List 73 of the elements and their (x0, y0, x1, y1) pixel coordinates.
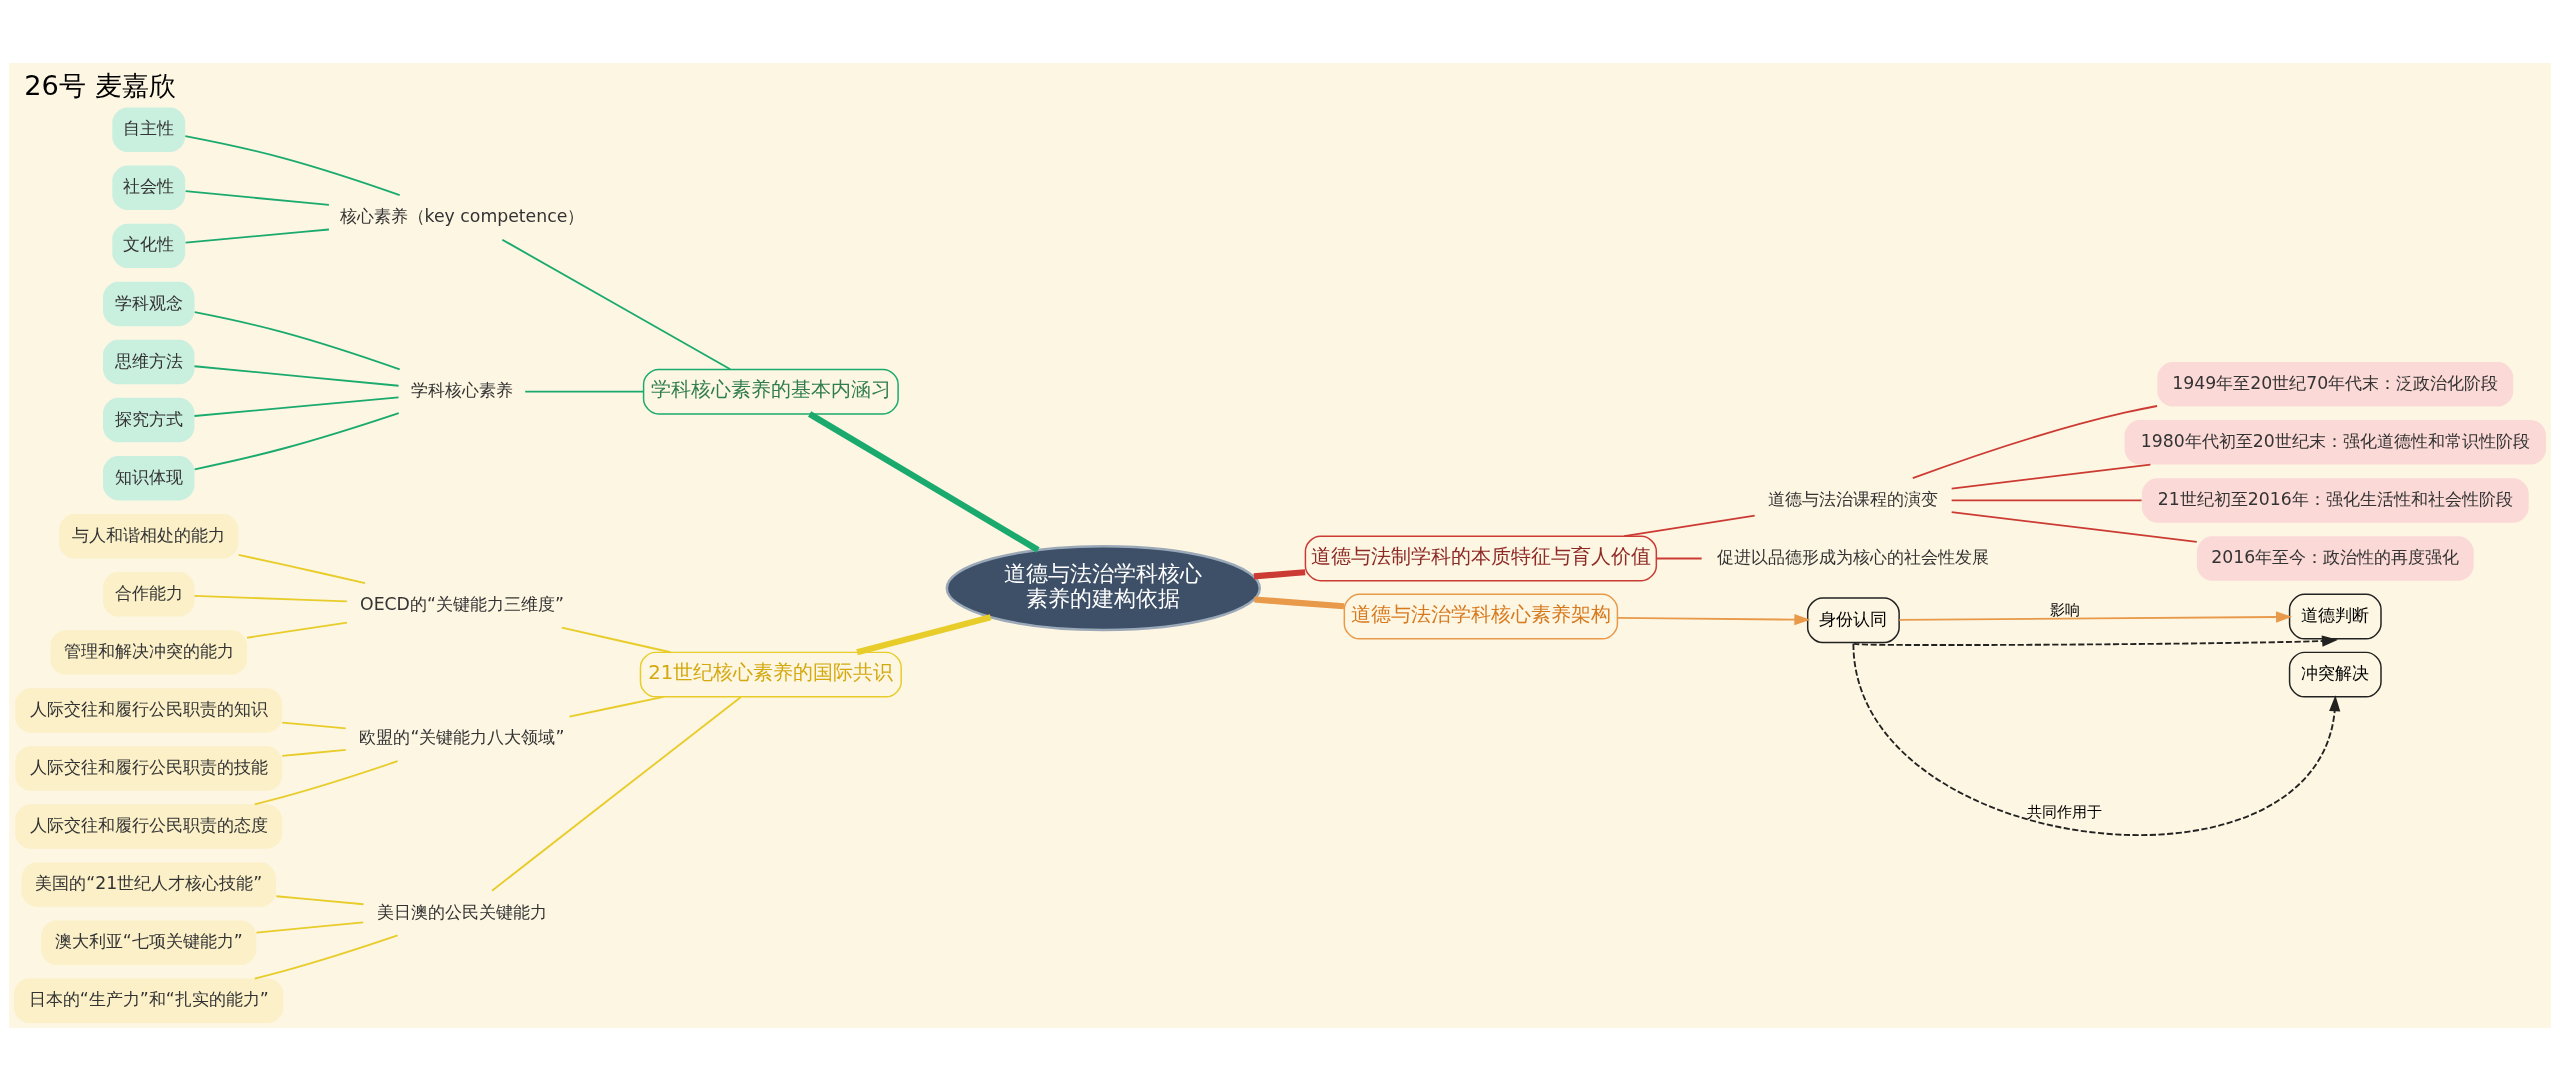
edge-label: 共同作用于 (2027, 803, 2103, 821)
connector (281, 721, 347, 730)
connector (1655, 557, 1703, 560)
node-box: 美国的“21世纪人才核心技能” (21, 862, 276, 907)
node-box: 冲突解决 (2288, 651, 2382, 698)
node-ellipse: 道德与法治学科核心素养的建构依据 (945, 545, 1262, 632)
connector (184, 190, 330, 206)
connector (253, 760, 399, 806)
connector (1623, 514, 1756, 538)
node-box: 探究方式 (103, 397, 195, 443)
node-text: 学科核心素养 (410, 380, 513, 401)
arrow (1616, 614, 1811, 626)
node-box: 2016年至今：政治性的再度强化 (2196, 536, 2474, 581)
node-box: 澳大利亚“七项关键能力” (41, 920, 257, 965)
node-box: 身份认同 (1806, 597, 1900, 644)
arrow (1852, 642, 2341, 836)
edge-label: 影响 (2049, 600, 2080, 618)
node-box: 知识体现 (103, 455, 195, 501)
connector (1950, 511, 2198, 543)
node-box: 21世纪初至2016年：强化生活性和社会性阶段 (2141, 478, 2529, 523)
connector (1950, 499, 2143, 502)
diagram-title: 26号 麦嘉欣 (24, 69, 176, 101)
connector (193, 311, 401, 371)
connector (560, 626, 672, 654)
connector (808, 411, 1040, 553)
connector (1254, 596, 1345, 610)
connector (193, 412, 400, 471)
node-text: 美日澳的公民关键能力 (376, 901, 547, 922)
connector (524, 390, 645, 393)
connector (193, 365, 400, 387)
connector (1253, 569, 1306, 580)
node-box: 1949年至20世纪70年代末：泛政治化阶段 (2157, 362, 2514, 407)
node-box: 人际交往和履行公民职责的技能 (15, 746, 283, 791)
node-box: 文化性 (112, 223, 186, 269)
node-box: 管理和解决冲突的能力 (50, 630, 247, 675)
node-box: 1980年代初至20世纪末：强化道德性和常识性阶段 (2124, 420, 2546, 465)
node-text: 欧盟的“关键能力八大领域” (359, 727, 565, 748)
connector (246, 621, 348, 639)
connector (1950, 463, 2152, 490)
node-box: 思维方法 (103, 339, 195, 385)
node-text: 核心素养（key competence） (339, 206, 585, 227)
node-box: 道德判断 (2288, 593, 2382, 640)
connector (281, 748, 347, 757)
connector (501, 238, 732, 371)
connector (237, 554, 366, 585)
node-box: 日本的“生产力”和“扎实的能力” (14, 978, 284, 1024)
node-box: 人际交往和履行公民职责的态度 (15, 804, 283, 849)
connector (275, 895, 365, 906)
node-box: 自主性 (112, 107, 186, 152)
node-text: OECD的“关键能力三维度” (360, 594, 564, 614)
node-box: 学科观念 (103, 281, 195, 327)
connector (255, 921, 365, 934)
node-box: 道德与法制学科的本质特征与育人价值 (1304, 535, 1658, 582)
arrow (1898, 611, 2293, 623)
node-box: 21世纪核心素养的国际共识 (639, 651, 902, 698)
node-box: 合作能力 (103, 572, 195, 617)
arrow (1852, 635, 2339, 647)
node-box: 与人和谐相处的能力 (59, 514, 239, 559)
connector (253, 934, 399, 980)
connector (184, 135, 401, 197)
connector (1911, 405, 2159, 480)
connector (568, 695, 665, 718)
node-box: 学科核心素养的基本内涵习 (642, 368, 899, 415)
node-box: 道德与法治学科核心素养架构 (1343, 593, 1619, 640)
connector (856, 614, 992, 656)
node-text: 道德与法治课程的演变 (1768, 488, 1939, 509)
connector (184, 228, 330, 244)
node-box: 社会性 (112, 165, 186, 211)
connector (193, 396, 400, 417)
connector (193, 594, 348, 603)
connector (491, 696, 742, 892)
node-box: 人际交往和履行公民职责的知识 (15, 688, 283, 733)
node-text: 促进以品德形成为核心的社会性发展 (1717, 547, 1990, 568)
